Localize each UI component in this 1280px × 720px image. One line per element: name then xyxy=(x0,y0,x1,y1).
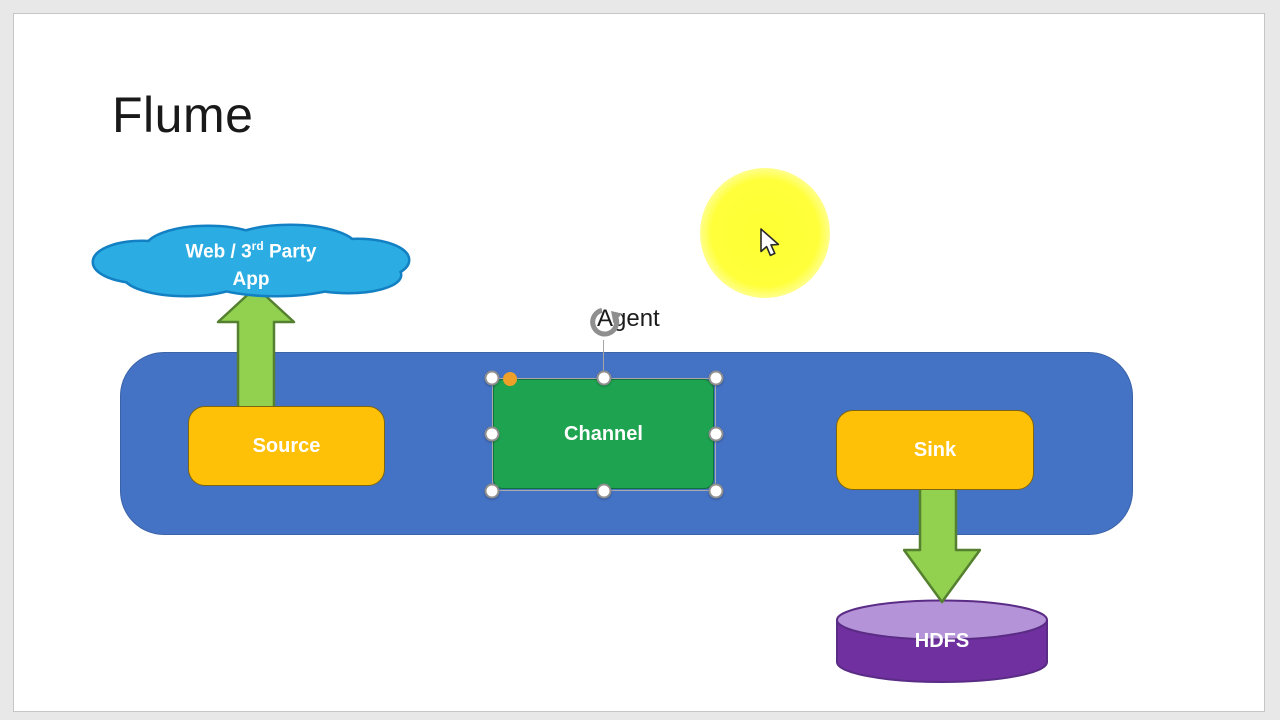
rotate-handle-icon[interactable] xyxy=(586,304,622,340)
channel-shape[interactable]: Channel xyxy=(493,379,714,489)
resize-handle-nw[interactable] xyxy=(484,370,500,386)
cloud-label-line2: App xyxy=(232,269,270,291)
hdfs-cylinder-shape[interactable] xyxy=(835,599,1049,685)
cloud-label-line1: Web / 3rd Party xyxy=(185,239,317,263)
cloud-shape[interactable] xyxy=(90,222,412,300)
resize-handle-n[interactable] xyxy=(596,370,612,386)
cloud-fill xyxy=(94,226,408,295)
sink-label: Sink xyxy=(913,438,957,461)
mouse-cursor-icon xyxy=(760,228,780,257)
resize-handle-s[interactable] xyxy=(596,483,612,499)
cloud-label: Web / 3rd Party App xyxy=(90,232,412,294)
resize-handle-w[interactable] xyxy=(484,426,500,442)
down-arrow-shape[interactable] xyxy=(903,486,981,604)
shape-adjust-handle[interactable] xyxy=(503,372,517,386)
resize-handle-sw[interactable] xyxy=(484,483,500,499)
resize-handle-ne[interactable] xyxy=(708,370,724,386)
source-label: Source xyxy=(252,434,321,457)
up-arrow-shape[interactable] xyxy=(214,286,298,410)
resize-handle-e[interactable] xyxy=(708,426,724,442)
rotate-handle-line xyxy=(603,340,604,372)
resize-handle-se[interactable] xyxy=(708,483,724,499)
channel-label: Channel xyxy=(564,422,643,445)
source-shape[interactable]: Source xyxy=(188,406,385,486)
sink-shape[interactable]: Sink xyxy=(836,410,1034,490)
hdfs-label: HDFS xyxy=(914,630,970,652)
agent-label[interactable]: Agent xyxy=(597,305,660,332)
slide-title[interactable]: Flume xyxy=(112,87,254,143)
